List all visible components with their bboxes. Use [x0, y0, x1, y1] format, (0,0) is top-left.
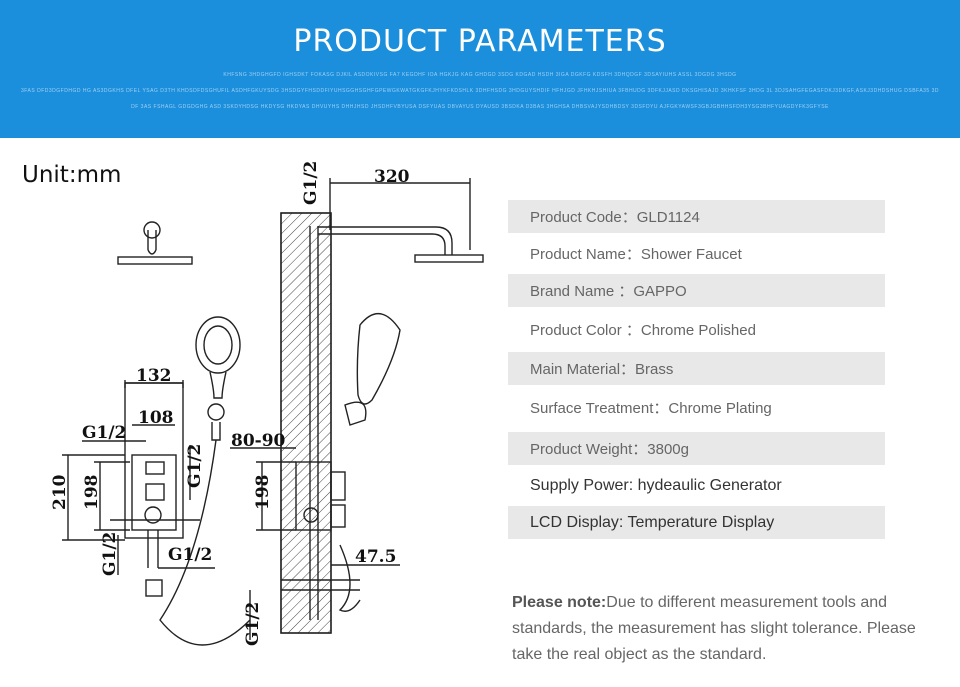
hand-shower-side-icon: [338, 313, 401, 612]
param-product-code: Product Code：GLD1124: [508, 200, 885, 233]
dim-g12-top: G1/2: [301, 161, 321, 205]
banner-subtitle-line: 3FAS DFD3DGFDHGD HG AS3DGKHS DFEL YSAG D…: [21, 88, 939, 94]
valve-side-view: [295, 461, 346, 531]
dim-47-5: 47.5: [355, 547, 396, 567]
dim-210: 210: [50, 474, 70, 510]
unit-label: Unit:mm: [22, 162, 122, 188]
banner-subtitle-line: DF 3AS FSHAGL GDGDGHG ASD 3SKDYHDSG HKDY…: [131, 104, 829, 110]
dim-g12-left-bottom: G1/2: [100, 532, 120, 576]
param-main-material: Main Material：Brass: [508, 352, 885, 385]
banner-title: PRODUCT PARAMETERS: [293, 24, 667, 59]
note-text: Due to different measurement tools and s…: [512, 594, 916, 663]
header-banner: PRODUCT PARAMETERS KHFSNG 3HDGHGFD IGHSD…: [0, 0, 960, 138]
param-product-weight: Product Weight：3800g: [508, 432, 885, 465]
dim-198-right: 198: [253, 475, 273, 511]
param-surface-treatment: Surface Treatment：Chrome Plating: [530, 400, 772, 417]
dim-132: 132: [136, 366, 172, 386]
banner-subtitle-line: KHFSNG 3HDGHGFD IGHSDKT FOKASG DJKIL ASD…: [223, 72, 737, 78]
technical-drawing: 320 132 108 G1/2 80-90 G1/2 47.5 G1/2 G1…: [50, 161, 484, 646]
dim-80-90: 80-90: [231, 431, 286, 451]
hand-shower-icon: [159, 316, 251, 646]
param-product-name: Product Name：Shower Faucet: [530, 246, 742, 263]
dim-g12-left-top: G1/2: [82, 423, 126, 443]
dim-g12-bottom-mid: G1/2: [168, 545, 212, 565]
note-label: Please note:: [512, 594, 607, 611]
dim-g12-right-bottom: G1/2: [243, 602, 263, 646]
dim-108: 108: [138, 408, 174, 428]
param-supply-power: Supply Power: hydeaulic Generator: [530, 476, 782, 494]
shower-head-icon: [117, 221, 193, 265]
param-brand-name: Brand Name ：GAPPO: [508, 274, 885, 307]
dim-198-left: 198: [82, 475, 102, 511]
param-lcd-display: LCD Display: Temperature Display: [508, 506, 885, 539]
dim-g12-vertical-mid: G1/2: [185, 444, 205, 488]
wall-section: [280, 212, 332, 634]
shower-arm-icon: [318, 226, 484, 263]
param-product-color: Product Color ：Chrome Polished: [530, 322, 756, 339]
dim-320: 320: [374, 167, 410, 187]
note-block: Please note:Due to different measurement…: [512, 590, 932, 668]
